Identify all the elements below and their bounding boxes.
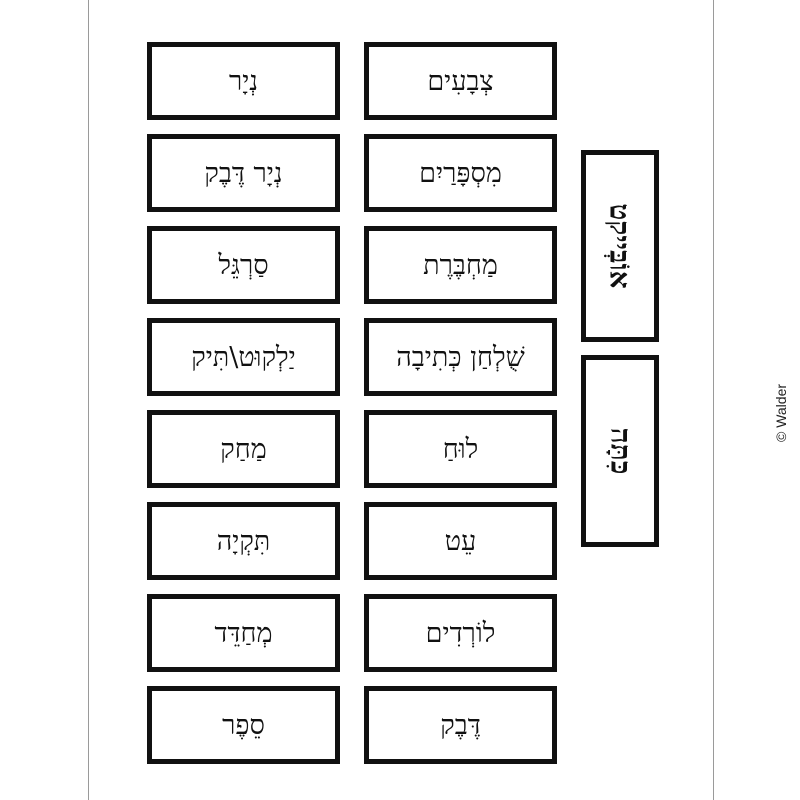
word-card: שֻׁלְחַן כְּתִיבָה <box>364 318 557 396</box>
word-card: לוּחַ <box>364 410 557 488</box>
word-card: סֵפֶר <box>147 686 340 764</box>
word-card: מַחְבֶּרֶת <box>364 226 557 304</box>
word-card: מִסְפָּרַיִם <box>364 134 557 212</box>
word-card: צְבָעִים <box>364 42 557 120</box>
word-card: תִּקְיָה <box>147 502 340 580</box>
word-card: מְחַדֵּד <box>147 594 340 672</box>
word-card: דֶּבֶק <box>364 686 557 764</box>
word-card: עֵט <box>364 502 557 580</box>
word-card: יַלְקוּט\תִּיק <box>147 318 340 396</box>
word-card: מַחַק <box>147 410 340 488</box>
category-label: אוֹבְּייקט <box>604 203 637 289</box>
page-right-edge <box>713 0 714 800</box>
page-left-edge <box>88 0 89 800</box>
word-card: נְיָר דֶּבֶק <box>147 134 340 212</box>
word-card: לוֹרְדִים <box>364 594 557 672</box>
category-card-classroom: כִּתָּה <box>581 355 659 547</box>
category-label: כִּתָּה <box>604 427 637 475</box>
category-card-object: אוֹבְּייקט <box>581 150 659 342</box>
word-card: סַרְגֵּל <box>147 226 340 304</box>
copyright-notice: © Walder <box>773 383 789 443</box>
word-card: נְיָר <box>147 42 340 120</box>
